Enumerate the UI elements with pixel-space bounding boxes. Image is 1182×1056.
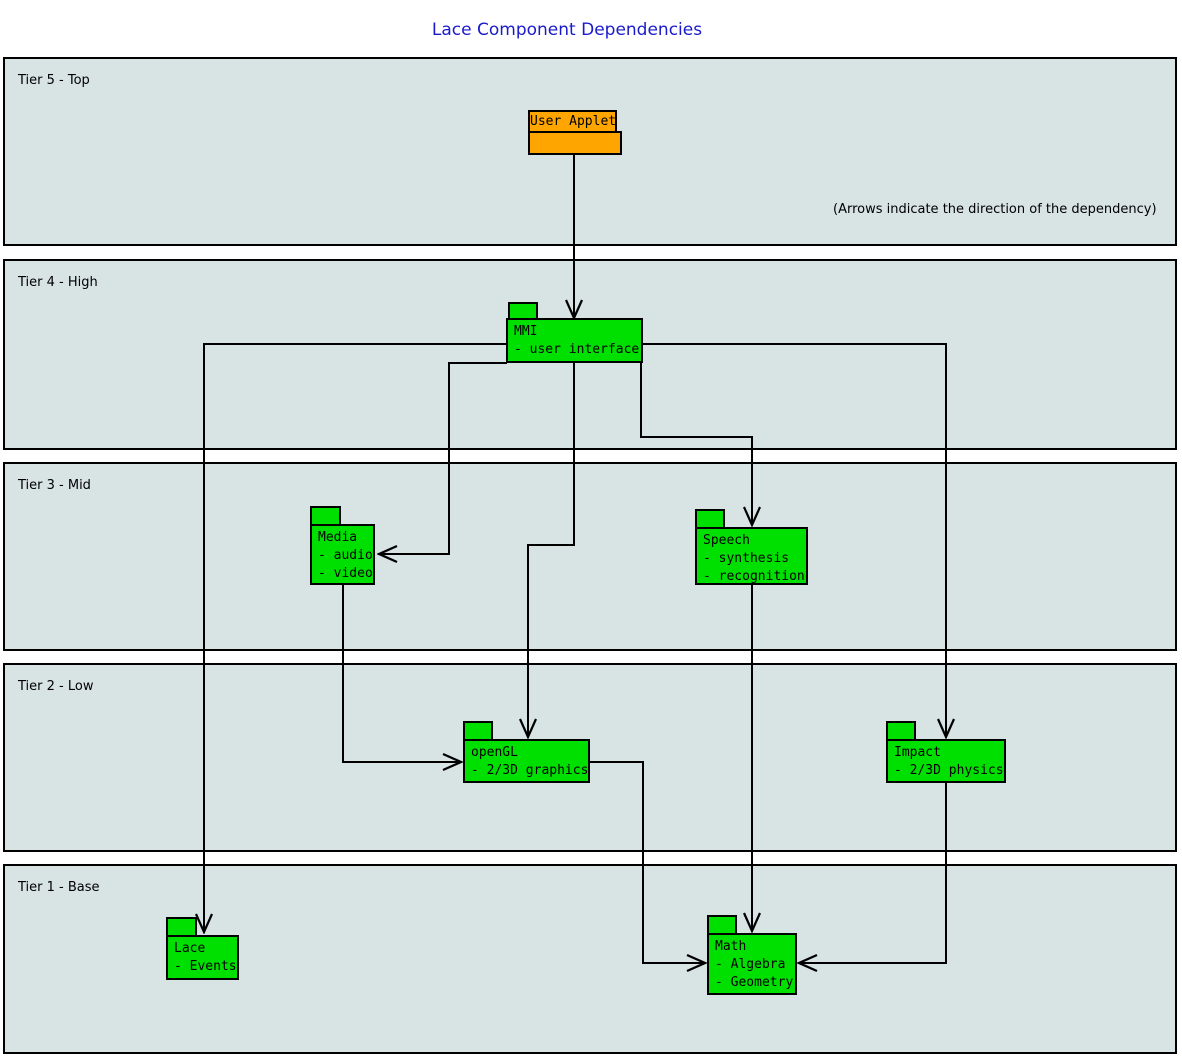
- component-detail: - Geometry: [715, 975, 794, 990]
- tier-label: Tier 3 - Mid: [18, 478, 91, 493]
- arrow-direction-note: (Arrows indicate the direction of the de…: [833, 202, 1157, 217]
- package-tab: [166, 917, 197, 937]
- component-detail: - Algebra: [715, 957, 786, 972]
- component-title: Math: [715, 939, 747, 954]
- package-tab: [695, 509, 725, 529]
- package-body: Impact - 2/3D physics: [886, 739, 1006, 783]
- component-detail: - synthesis: [703, 551, 790, 566]
- package-body: Math - Algebra - Geometry: [707, 933, 797, 995]
- package-body: Media - audio - video: [310, 524, 375, 585]
- component-title: MMI: [514, 324, 538, 339]
- tier-label: Tier 5 - Top: [18, 73, 90, 88]
- component-detail: - user interface: [514, 342, 640, 357]
- package-tab: User Applet: [528, 110, 617, 133]
- tier-band-3: Tier 3 - Mid: [3, 462, 1177, 651]
- package-body: [528, 131, 622, 155]
- page-title: Lace Component Dependencies: [431, 20, 703, 40]
- component-title: openGL: [471, 745, 518, 760]
- package-body: openGL - 2/3D graphics: [463, 739, 590, 783]
- package-tab: [508, 302, 538, 320]
- component-title: Speech: [703, 533, 750, 548]
- component-detail: - Events: [174, 959, 237, 974]
- component-title: Lace: [174, 941, 206, 956]
- component-title: Impact: [894, 745, 941, 760]
- component-detail: - 2/3D physics: [894, 763, 1004, 778]
- component-title: Media: [318, 530, 358, 545]
- tier-label: Tier 4 - High: [18, 275, 98, 290]
- package-tab: [463, 721, 493, 741]
- package-body: Lace - Events: [166, 935, 239, 980]
- tier-label: Tier 2 - Low: [18, 679, 94, 694]
- package-body: MMI - user interface: [506, 318, 643, 363]
- component-detail: - 2/3D graphics: [471, 763, 589, 778]
- package-tab: [886, 721, 916, 741]
- tier-band-4: Tier 4 - High: [3, 259, 1177, 450]
- component-title: User Applet: [530, 114, 617, 129]
- tier-label: Tier 1 - Base: [18, 880, 100, 895]
- component-detail: - recognition: [703, 569, 805, 584]
- package-tab: [707, 915, 737, 935]
- package-tab: [310, 506, 341, 526]
- component-detail: - audio: [318, 548, 373, 563]
- component-detail: - video: [318, 566, 373, 581]
- package-body: Speech - synthesis - recognition: [695, 527, 808, 585]
